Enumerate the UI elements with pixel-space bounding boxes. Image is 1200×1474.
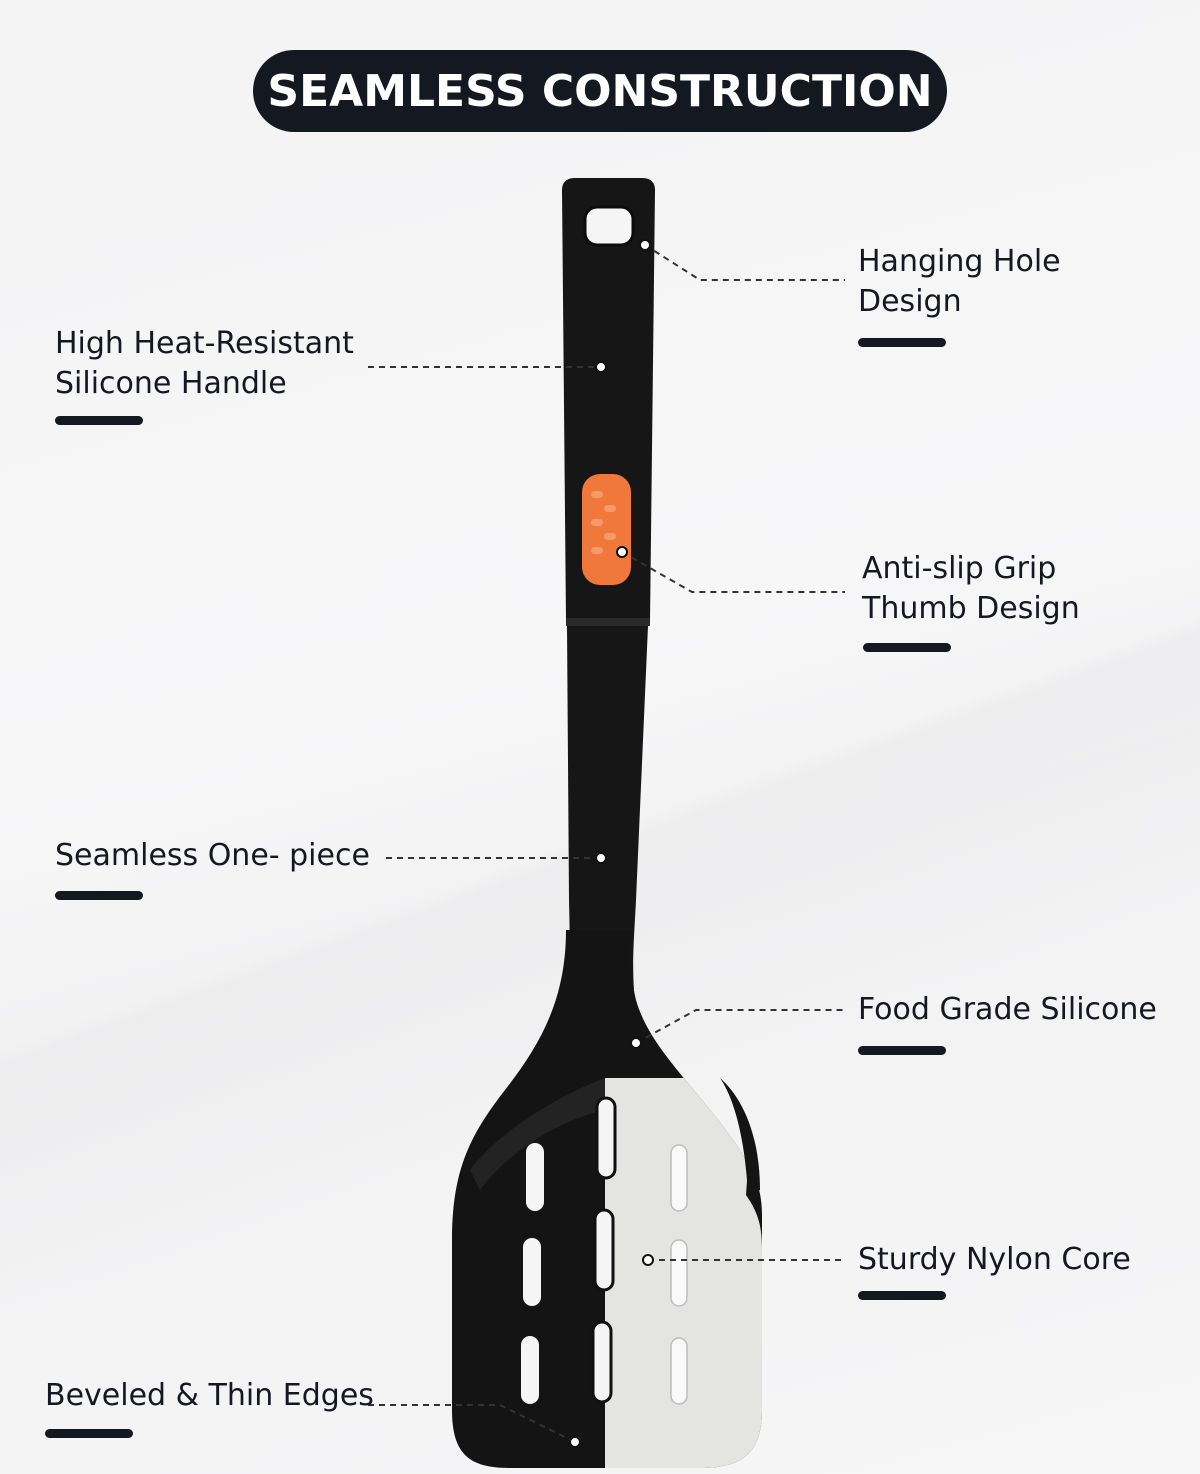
leader-hanging-hole [644, 244, 845, 281]
callout-text: High Heat-Resistant [55, 326, 354, 361]
leader-edges [368, 1404, 576, 1443]
dot-edges [569, 1436, 581, 1448]
callout-text: Seamless One- piece [55, 838, 370, 873]
callout-text: Beveled & Thin Edges [45, 1378, 374, 1413]
callout-text: Design [858, 284, 962, 319]
callout-grip: Anti-slip Grip Thumb Design [862, 549, 1080, 629]
callout-text: Anti-slip Grip [862, 551, 1057, 586]
dot-handle [595, 361, 607, 373]
leader-grip [621, 551, 845, 593]
callout-underline [858, 1046, 946, 1055]
leader-food-grade [635, 1009, 845, 1044]
callout-text: Silicone Handle [55, 366, 287, 401]
callout-text: Sturdy Nylon Core [858, 1242, 1131, 1277]
callout-food-grade: Food Grade Silicone [858, 990, 1157, 1030]
callout-text: Hanging Hole [858, 244, 1061, 279]
title-banner: SEAMLESS CONSTRUCTION [253, 50, 947, 132]
dot-food-grade [630, 1037, 642, 1049]
callout-hanging-hole: Hanging Hole Design [858, 242, 1061, 322]
callout-one-piece: Seamless One- piece [55, 836, 370, 876]
hanging-hole [583, 205, 635, 247]
thumb-grip [582, 474, 631, 585]
callout-nylon-core: Sturdy Nylon Core [858, 1240, 1131, 1280]
dot-one-piece [595, 852, 607, 864]
dot-grip [616, 546, 628, 558]
dot-hanging-hole [639, 239, 651, 251]
callout-underline [55, 891, 143, 900]
page-title: SEAMLESS CONSTRUCTION [267, 65, 933, 117]
callout-underline [55, 416, 143, 425]
callout-underline [45, 1429, 133, 1438]
callout-underline [858, 1291, 946, 1300]
callout-underline [863, 643, 951, 652]
dot-nylon-core [642, 1254, 654, 1266]
callout-edges: Beveled & Thin Edges [45, 1376, 374, 1416]
callout-handle: High Heat-Resistant Silicone Handle [55, 324, 354, 404]
callout-text: Thumb Design [862, 591, 1080, 626]
spatula-handle-lower [567, 626, 648, 990]
callout-underline [858, 338, 946, 347]
callout-text: Food Grade Silicone [858, 992, 1157, 1027]
